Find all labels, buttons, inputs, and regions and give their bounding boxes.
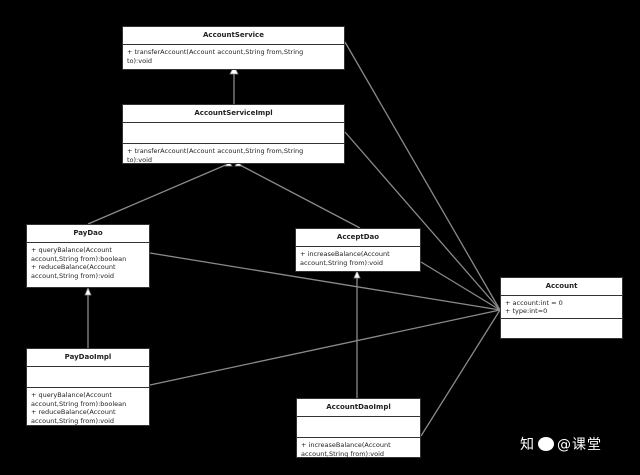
chat-bubble-icon <box>538 437 554 451</box>
watermark-text-left: 知 <box>520 437 535 453</box>
class-pay-dao-impl: PayDaoImpl + queryBalance(Account accoun… <box>26 348 150 426</box>
watermark-text-right: @课堂 <box>557 437 602 453</box>
class-operations <box>501 319 622 335</box>
dep-line-accountdaoimpl <box>420 309 501 437</box>
dep-line-acceptdao <box>420 261 501 311</box>
class-name: PayDaoImpl <box>27 349 149 367</box>
class-name: AccountServiceImpl <box>123 105 344 123</box>
class-operations: + queryBalance(Account account,String fr… <box>31 246 127 280</box>
class-pay-dao: PayDao + queryBalance(Account account,St… <box>26 224 150 288</box>
class-operations: + transferAccount(Account account,String… <box>127 147 304 164</box>
assoc-line-paydao <box>87 163 229 225</box>
class-name: AccountService <box>123 27 344 45</box>
class-operations: + increaseBalance(Account account,String… <box>300 250 390 267</box>
class-name: Account <box>501 278 622 296</box>
class-attributes <box>297 417 420 438</box>
class-name: PayDao <box>27 225 149 243</box>
class-account-dao-impl: AccountDaoImpl + increaseBalance(Account… <box>296 398 421 458</box>
class-attributes <box>123 123 344 144</box>
class-operations: + queryBalance(Account account,String fr… <box>31 391 127 425</box>
class-operations: + transferAccount(Account account,String… <box>127 48 304 65</box>
dep-line-paydao <box>149 252 501 311</box>
arrowhead-service <box>229 65 239 75</box>
arrowhead-acceptdao <box>353 269 361 279</box>
assoc-line-acceptdao <box>237 163 361 229</box>
class-attributes <box>27 367 149 388</box>
class-accept-dao: AcceptDao + increaseBalance(Account acco… <box>295 228 421 272</box>
class-account-service: AccountService + transferAccount(Account… <box>122 26 345 70</box>
watermark: 知 @课堂 <box>520 434 602 454</box>
class-operations: + increaseBalance(Account account,String… <box>301 441 391 458</box>
arrowhead-paydao <box>84 286 92 296</box>
dep-line-service <box>344 41 501 311</box>
class-account-service-impl: AccountServiceImpl + transferAccount(Acc… <box>122 104 345 164</box>
class-name: AcceptDao <box>296 229 420 247</box>
class-attributes: + account:int = 0 + type:int=0 <box>501 296 622 319</box>
dep-line-serviceimpl <box>344 131 501 311</box>
class-name: AccountDaoImpl <box>297 399 420 417</box>
dep-line-paydaoimpl <box>149 309 501 386</box>
class-account: Account + account:int = 0 + type:int=0 <box>500 277 623 339</box>
